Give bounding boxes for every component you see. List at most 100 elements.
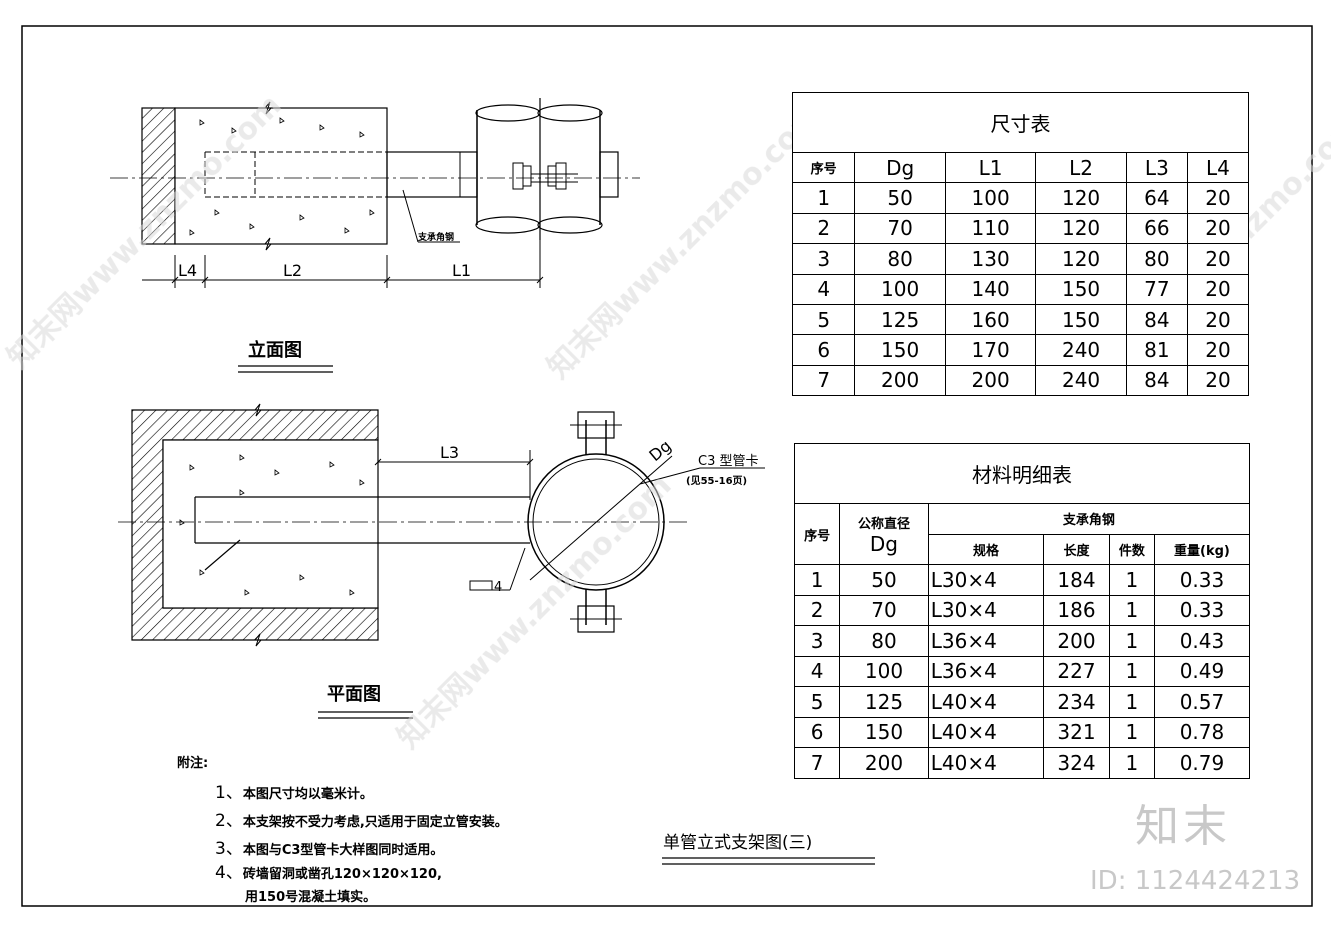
dimension-cell: 80 <box>854 243 946 275</box>
material-cell: 3 <box>793 625 841 657</box>
dimension-cell: 5 <box>791 303 856 336</box>
dimension-cell: 130 <box>944 243 1037 275</box>
header-spec: 规格 <box>927 533 1045 565</box>
header-cell: Dg <box>854 151 946 184</box>
dimension-cell: 110 <box>944 212 1037 245</box>
dimension-cell: 80 <box>1125 243 1188 275</box>
material-cell: 0.78 <box>1153 716 1251 748</box>
header-qty: 件数 <box>1108 533 1155 565</box>
material-table-caption: 材料明细表 <box>794 443 1250 504</box>
dimension-cell: 7 <box>791 364 856 397</box>
dim-l4-elev: L4 <box>178 261 197 280</box>
dimension-table-header: 序号 Dg L1 L2 L3 L4 <box>791 151 1250 184</box>
dimension-cell: 200 <box>854 364 946 397</box>
header-angle-group: 支承角钢 <box>927 503 1251 535</box>
dimension-table-caption: 尺寸表 <box>792 92 1249 153</box>
material-cell: L30×4 <box>927 594 1045 626</box>
clamp-label: C3 型管卡 <box>698 454 758 469</box>
dimension-cell: 150 <box>1035 273 1127 305</box>
drawing-frame <box>21 25 1313 907</box>
material-cell: L40×4 <box>927 716 1045 748</box>
material-cell: 1 <box>793 564 841 596</box>
material-cell: 0.79 <box>1153 747 1251 779</box>
elevation-title: 立面图 <box>248 339 302 361</box>
material-cell: 1 <box>1108 686 1155 718</box>
dimension-cell: 140 <box>944 273 1037 305</box>
header-cell: L1 <box>944 151 1037 184</box>
dimension-cell: 2 <box>791 212 856 245</box>
note-number: 3、 <box>215 839 243 859</box>
material-cell: 0.33 <box>1153 594 1251 626</box>
material-cell: 0.43 <box>1153 625 1251 657</box>
material-cell: L36×4 <box>927 655 1045 687</box>
elevation-dimensions <box>142 240 544 288</box>
elevation-view: 支承角钢 L4 L2 L1 立面图 <box>110 98 640 373</box>
material-cell: 0.33 <box>1153 564 1251 596</box>
header-length: 长度 <box>1043 533 1110 565</box>
dimension-cell: 64 <box>1125 182 1188 214</box>
wall-hatch <box>141 107 176 245</box>
note-text: 砖墙留洞或凿孔120×120×120, <box>242 867 442 882</box>
note-number: 4、 <box>215 863 243 883</box>
dimension-cell: 100 <box>944 182 1037 214</box>
concrete-dots <box>189 117 375 236</box>
dimension-cell: 150 <box>854 334 946 366</box>
dimension-cell: 120 <box>1035 182 1127 214</box>
angle-mark: 4 <box>494 580 502 595</box>
material-cell: 1 <box>1108 564 1155 596</box>
notes-title: 附注: <box>177 756 209 771</box>
material-cell: 1 <box>1108 716 1155 748</box>
watermark-brand: 知末 <box>1135 801 1231 852</box>
dimension-cell: 81 <box>1125 334 1188 366</box>
material-cell: 6 <box>793 716 841 748</box>
dimension-cell: 120 <box>1035 243 1127 275</box>
header-cell: L4 <box>1186 151 1250 184</box>
dimension-cell: 100 <box>854 273 946 305</box>
note-text: 本图尺寸均以毫米计。 <box>242 787 373 802</box>
dimension-cell: 20 <box>1186 364 1250 397</box>
dimension-cell: 70 <box>854 212 946 245</box>
material-cell: 7 <box>793 747 841 779</box>
watermark-text: 知末网www.znzmo.com <box>541 98 829 386</box>
dimension-cell: 4 <box>791 273 856 305</box>
dimension-cell: 200 <box>944 364 1037 397</box>
header-seq: 序号 <box>793 503 841 565</box>
material-cell: 70 <box>839 594 929 626</box>
drawing-title: 单管立式支架图(三) <box>663 833 813 853</box>
header-cell: L2 <box>1035 151 1127 184</box>
dimension-cell: 20 <box>1186 182 1250 214</box>
header-weight: 重量(kg) <box>1153 533 1251 565</box>
clamp-ref: (见55-16页) <box>686 475 747 487</box>
dimension-cell: 20 <box>1186 212 1250 245</box>
dimension-cell: 66 <box>1125 212 1188 245</box>
dimension-cell: 6 <box>791 334 856 366</box>
header-nominal-label: 公称直径 <box>857 516 910 532</box>
material-cell: 1 <box>1108 747 1155 779</box>
plan-title: 平面图 <box>327 684 381 705</box>
watermark-text: 知末网www.znzmo.com <box>391 468 679 756</box>
dimension-cell: 50 <box>854 182 946 214</box>
note-item: 3、本图与C3型管卡大样图同时适用。 <box>215 834 443 859</box>
material-cell: L36×4 <box>927 625 1045 657</box>
material-cell: 125 <box>839 686 929 718</box>
header-nominal: 公称直径 Dg <box>839 503 929 565</box>
material-cell: L30×4 <box>927 564 1045 596</box>
concrete-fill <box>174 107 388 245</box>
material-cell: 80 <box>839 625 929 657</box>
material-cell: 100 <box>839 655 929 687</box>
note-item: 2、本支架按不受力考虑,只适用于固定立管安装。 <box>215 806 508 831</box>
note-item: 用150号混凝土填实。 <box>245 886 376 906</box>
material-cell: 150 <box>839 716 929 748</box>
dimension-cell: 1 <box>791 182 856 214</box>
dimension-cell: 84 <box>1125 364 1188 397</box>
material-cell: 0.49 <box>1153 655 1251 687</box>
